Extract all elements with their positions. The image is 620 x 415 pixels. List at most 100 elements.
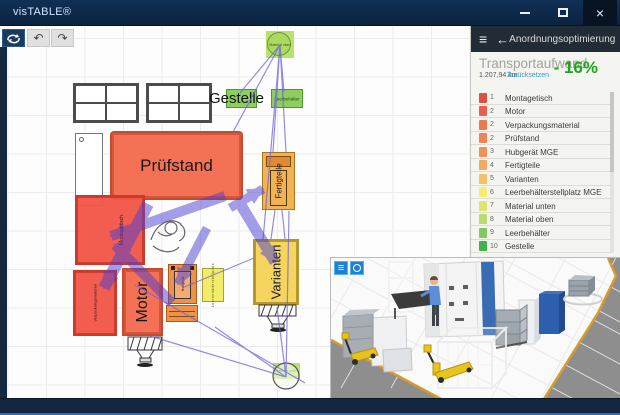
item-label: Fertigteile: [505, 161, 541, 170]
item-label: Hubgerät MGE: [505, 147, 559, 157]
close-icon: ×: [595, 4, 605, 21]
node-label: Material oben: [269, 42, 291, 47]
block-pruefstand[interactable]: Prüfstand: [110, 131, 243, 200]
minimize-icon: [520, 11, 530, 14]
panel-scrollbar-thumb[interactable]: [610, 92, 614, 172]
pallet-truck-center: [423, 344, 474, 383]
status-bar-accent: [0, 413, 620, 415]
rank-number: 5: [490, 175, 494, 182]
maximize-icon: [558, 8, 568, 17]
detail: [171, 266, 175, 270]
worker-3d: [391, 276, 441, 326]
status-bar: [0, 398, 620, 415]
rank-number: 1: [490, 94, 494, 101]
mesh-cage: [435, 325, 509, 391]
redo-icon: ↷: [57, 31, 68, 45]
block-hubgeraet[interactable]: Hubgerät: [168, 264, 197, 304]
block-varianten[interactable]: Varianten: [253, 239, 299, 305]
list-item[interactable]: 3 Hubgerät MGE: [471, 145, 613, 159]
reset-link[interactable]: Zurücksetzen: [507, 72, 550, 79]
rank-chip: [479, 106, 487, 116]
block-leerbehaelter[interactable]: Leerbehälter: [271, 89, 303, 108]
rank-chip: [479, 133, 487, 143]
rank-number: 3: [490, 148, 494, 155]
item-label: Material oben: [505, 215, 554, 224]
block-verpackungsmaterial[interactable]: Verpackungsmaterial: [73, 270, 117, 336]
back-arrow-icon[interactable]: ←: [496, 31, 510, 47]
block-label: Motor: [133, 281, 151, 323]
floating-crate: [563, 275, 603, 306]
motor-stand-sketch: [127, 336, 163, 367]
rank-number: 2: [490, 134, 494, 142]
close-button[interactable]: ×: [583, 0, 617, 25]
block-hub-tray[interactable]: [166, 305, 198, 322]
rank-number: 9: [490, 229, 494, 236]
rank-chip: [479, 200, 487, 211]
block-motor[interactable]: Motor: [122, 268, 163, 336]
item-label: Gestelle: [505, 242, 535, 251]
rank-chip: [479, 227, 487, 238]
distance-value: 1.207,94 km: [479, 72, 518, 79]
flow-tool-button[interactable]: [2, 29, 25, 47]
minimize-button[interactable]: [508, 0, 542, 25]
list-item[interactable]: 5 Varianten: [471, 172, 613, 186]
section-title: Transportaufwand: [479, 56, 588, 71]
left-edge-strip: [0, 47, 7, 398]
block-label: Verpackungsmaterial: [92, 284, 98, 322]
rack-table[interactable]: [146, 83, 212, 123]
menu-icon: ≡: [337, 261, 345, 274]
block-label-gestelle: Gestelle: [209, 90, 265, 107]
panel-title: Anordnungsoptimierung: [509, 33, 616, 45]
panel-scrollbar-track[interactable]: [610, 92, 614, 252]
detail: [169, 311, 195, 312]
rank-chip: [479, 146, 487, 157]
list-item[interactable]: 1 Montagetisch: [471, 91, 613, 105]
source-node-material-oben[interactable]: Material oben: [266, 31, 294, 58]
menu-icon[interactable]: ≡: [479, 31, 488, 47]
block-leerstellplatz[interactable]: Leerbehälterstellplatz: [202, 263, 224, 307]
source-node-material-unten[interactable]: Material unten: [273, 363, 300, 379]
block-label: Hubgerät: [180, 276, 185, 292]
viewport-3d[interactable]: ≡: [330, 257, 620, 398]
detail: [169, 316, 195, 317]
block-label: Varianten: [268, 244, 284, 300]
rank-number: 2: [490, 107, 494, 115]
item-label: Montagetisch: [505, 93, 553, 103]
undo-button[interactable]: ↶: [27, 29, 50, 47]
list-item[interactable]: 4 Fertigteile: [471, 159, 613, 172]
rank-chip: [479, 173, 487, 184]
handle-dot: [79, 137, 84, 142]
rank-chip: [479, 187, 487, 197]
block-fertigteile[interactable]: Fertigteile: [262, 152, 295, 210]
item-label: Varianten: [505, 174, 539, 184]
pallet-truck-left: [341, 332, 379, 365]
cabinet-block[interactable]: [75, 133, 103, 206]
rank-chip: [479, 214, 487, 224]
block-label: Montagetisch: [119, 215, 126, 245]
viewport-menu-button[interactable]: ≡: [334, 261, 348, 275]
viewport-orbit-button[interactable]: [350, 261, 364, 275]
list-item[interactable]: 9 Leerbehälter: [471, 226, 613, 240]
item-label: Prüfstand: [505, 134, 540, 143]
rack-table[interactable]: [73, 83, 139, 123]
block-montagetisch[interactable]: Montagetisch: [75, 195, 145, 265]
maximize-button[interactable]: [546, 0, 580, 25]
rank-chip: [479, 119, 487, 130]
item-label: Leerbehälter: [505, 228, 550, 238]
rank-number: 4: [490, 161, 494, 169]
delta-badge: - 16%: [553, 58, 598, 77]
list-item[interactable]: 2 Prüfstand: [471, 132, 613, 145]
undo-icon: ↶: [33, 31, 44, 45]
rank-chip: [479, 160, 487, 170]
panel-header: ≡ ← Anordnungsoptimierung: [471, 26, 620, 52]
rank-number: 7: [490, 202, 494, 209]
redo-button[interactable]: ↷: [51, 29, 74, 47]
title-bar: visTABLE® ×: [0, 0, 620, 26]
